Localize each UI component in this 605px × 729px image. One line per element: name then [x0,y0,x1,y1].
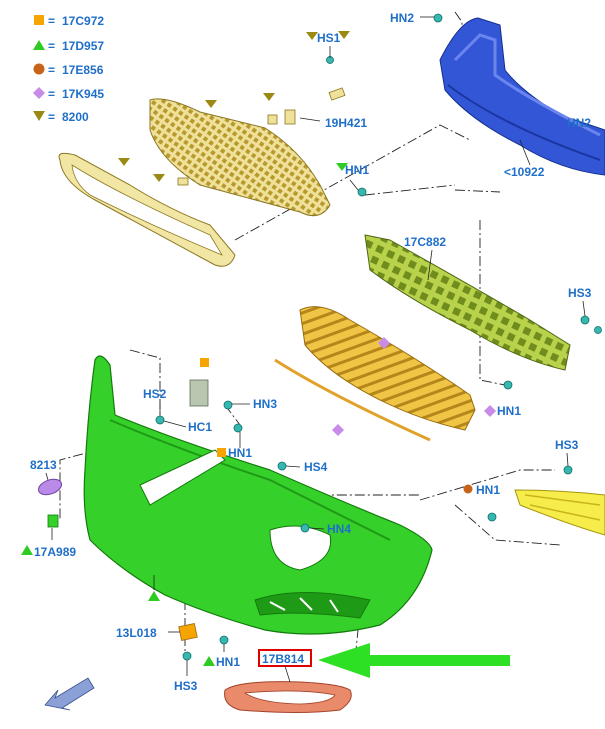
part-labels: HN2 HN2 HS1 19H421 <10922 HN1 17C882 HS3… [30,11,592,693]
label-leaders [45,16,586,683]
lower-grille-trim [274,358,431,442]
label-8213: 8213 [30,458,57,472]
label-hn1-e: HN1 [216,655,240,669]
label-10922: <10922 [504,165,545,179]
circle-marker-icon [33,63,45,75]
legend-item-17d957: = 17D957 [33,39,104,53]
upper-grille-mesh [149,98,331,217]
bumper-beam [439,17,605,176]
legend-item-17e856: = 17E856 [33,63,104,77]
legend-item-8200: = 8200 [33,110,89,124]
label-hs2: HS2 [143,387,167,401]
legend: = 17C972 = 17D957 = 17E856 = 17K945 = 82… [33,14,104,124]
label-hs3-bottom: HS3 [174,679,198,693]
legend-item-17k945: = 17K945 [33,87,104,101]
label-hs1: HS1 [317,31,341,45]
fasteners [155,13,602,661]
grille-clips [118,32,346,186]
clip-17a989 [47,514,59,528]
upper-grille-frame [58,152,236,267]
label-19h421: 19H421 [325,116,367,130]
side-bracket [514,489,605,536]
legend-eq: = [48,110,55,124]
label-hc1: HC1 [188,420,212,434]
label-hn2-top: HN2 [390,11,414,25]
label-17b814: 17B814 [262,652,304,666]
label-hn3: HN3 [253,397,277,411]
view-direction-arrow-icon [44,677,95,711]
label-hn1-c: HN1 [228,446,252,460]
label-17a989: 17A989 [34,545,76,559]
legend-code: 17D957 [62,39,104,53]
side-reflector [37,478,63,496]
bumper-cover [83,355,433,635]
label-hn1-b: HN1 [497,404,521,418]
legend-eq: = [48,63,55,77]
label-17c882: 17C882 [404,235,446,249]
legend-code: 17C972 [62,14,104,28]
label-hs3-right: HS3 [568,286,592,300]
legend-code: 17K945 [62,87,104,101]
label-hn4: HN4 [327,522,351,536]
legend-eq: = [48,87,55,101]
legend-item-17c972: = 17C972 [34,14,104,28]
legend-code: 8200 [62,110,89,124]
legend-eq: = [48,39,55,53]
callout-arrow-icon [318,643,510,678]
label-hn2-right: HN2 [567,116,591,130]
label-hs3-mid: HS3 [555,438,579,452]
lower-grille [299,306,476,431]
legend-eq: = [48,14,55,28]
square-marker-icon [34,15,44,25]
label-hs4: HS4 [304,460,328,474]
fog-lamp-bezel [224,681,352,713]
label-hn1-a: HN1 [345,163,369,177]
mount-bracket [189,379,209,407]
label-hn1-d: HN1 [476,483,500,497]
part-markers [21,31,496,666]
legend-code: 17E856 [62,63,104,77]
triangle-down-marker-icon [33,111,45,121]
label-13l018: 13L018 [116,626,157,640]
triangle-marker-icon [33,40,45,50]
energy-absorber [364,234,571,371]
diamond-marker-icon [33,87,45,99]
tow-eye-cover [178,623,198,641]
